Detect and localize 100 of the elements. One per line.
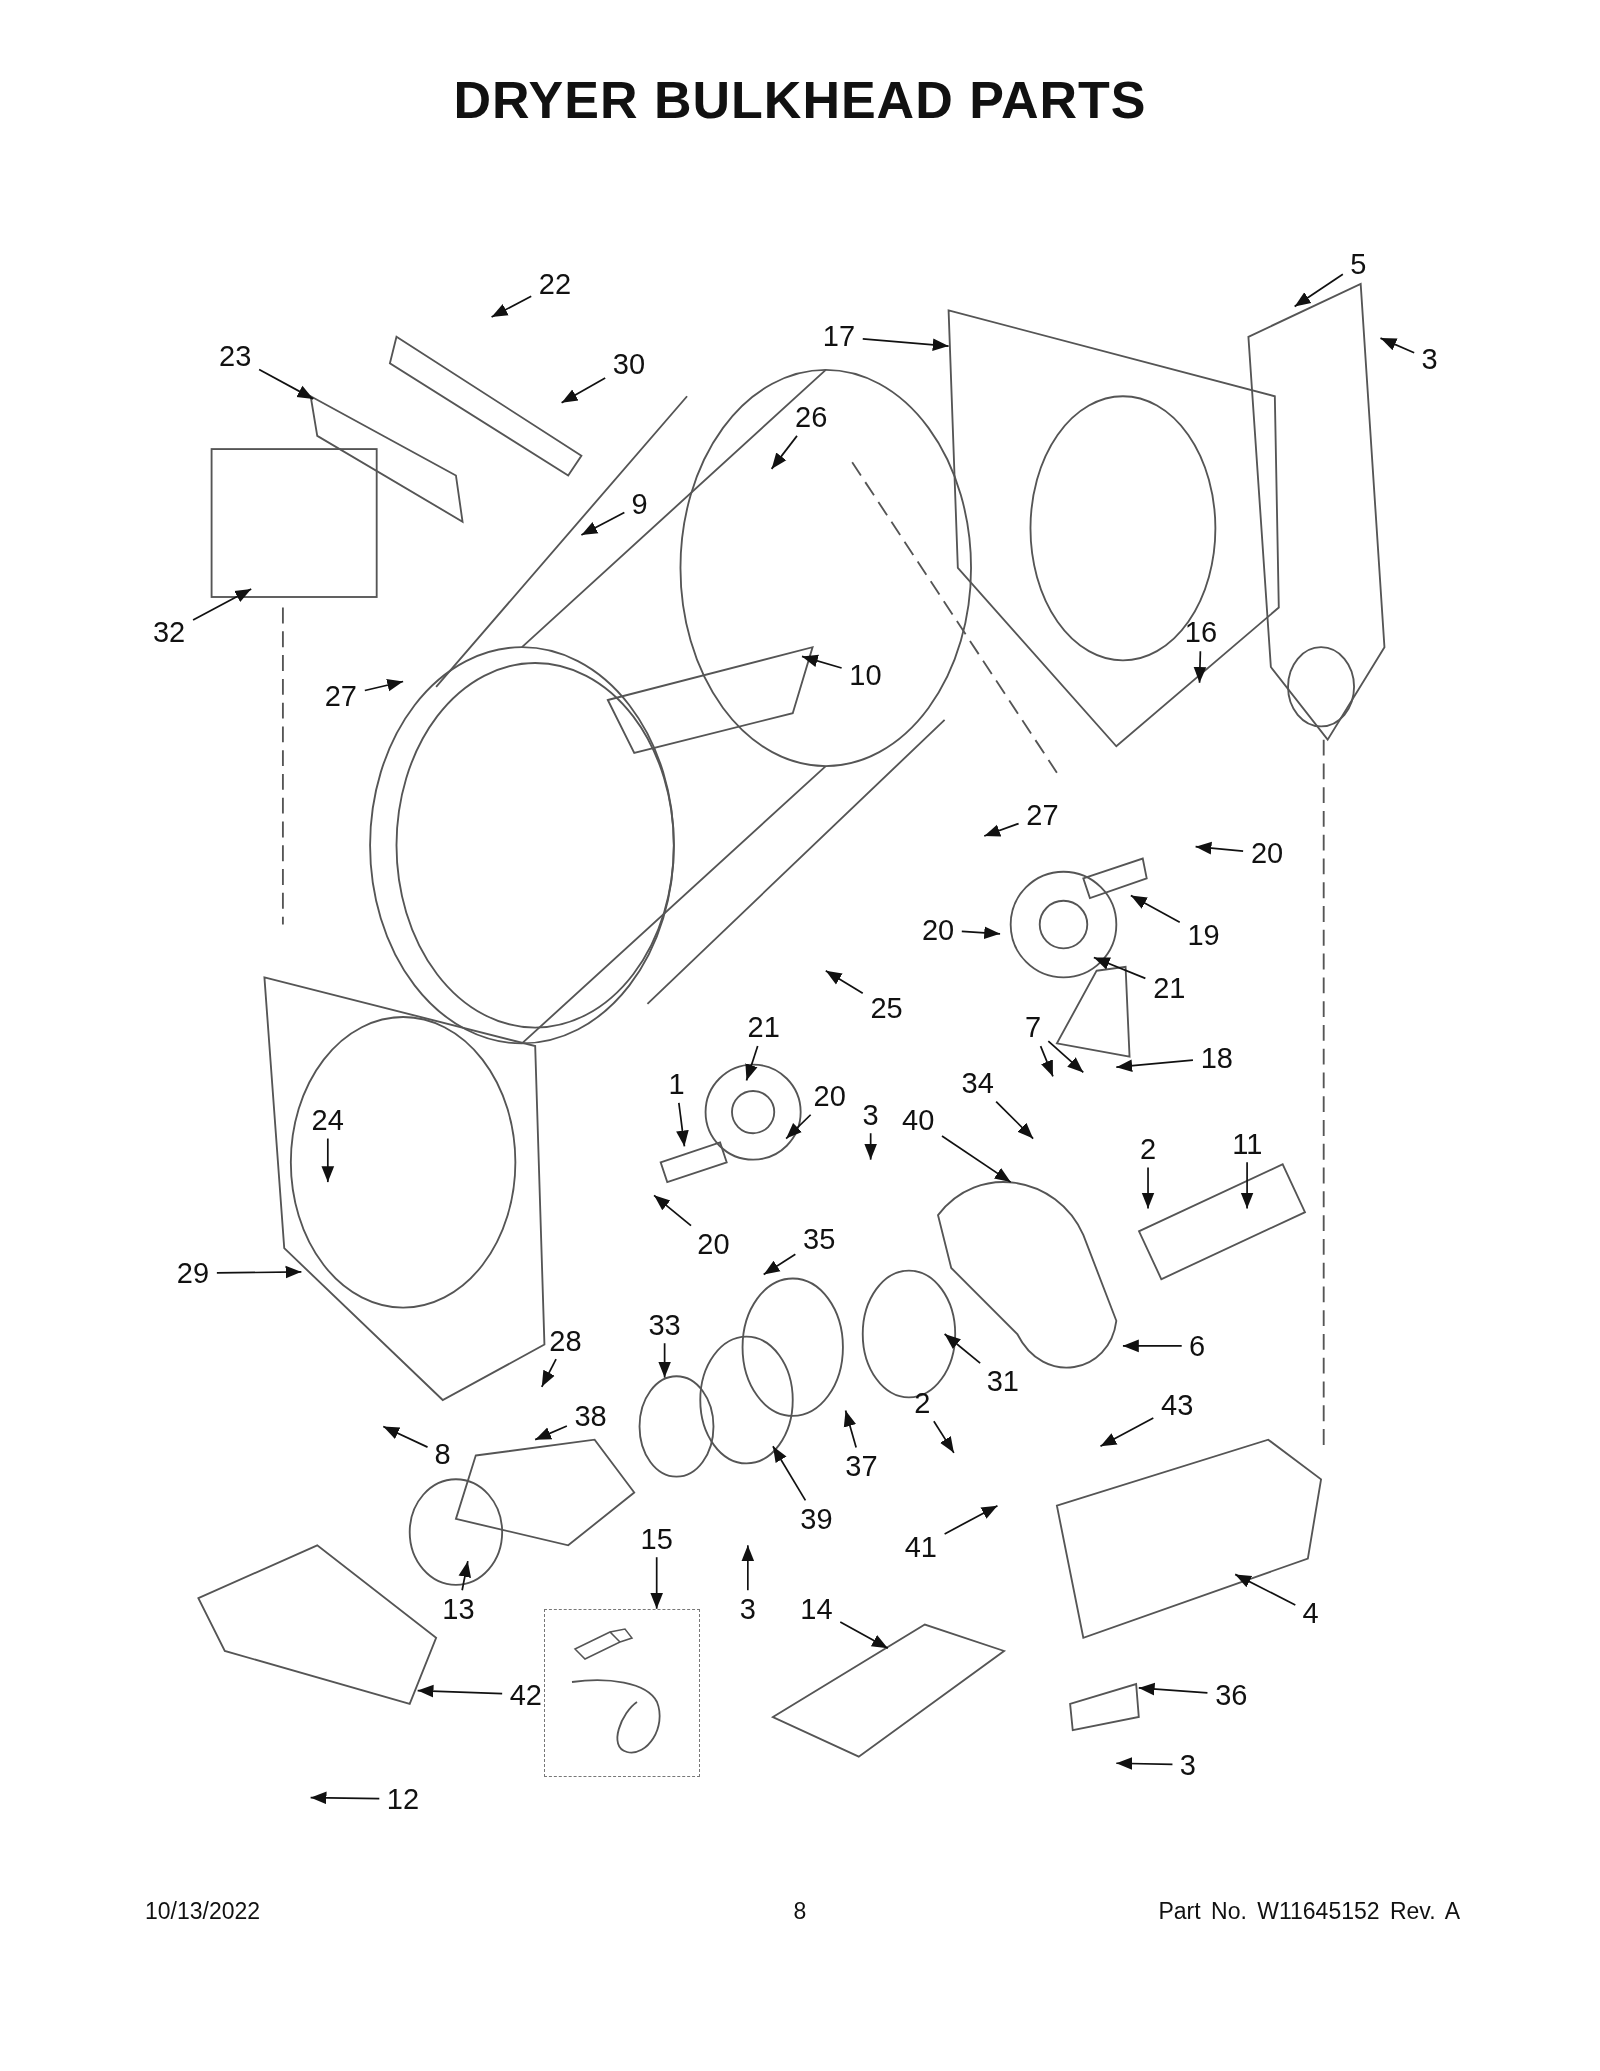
leader-line xyxy=(1122,1339,1183,1353)
callout-number: 11 xyxy=(1227,1129,1268,1159)
leader-line xyxy=(839,1621,889,1650)
callout-number: 26 xyxy=(791,402,832,433)
leader-line xyxy=(1093,956,1147,980)
leader-line xyxy=(933,1420,955,1454)
callout-number: 16 xyxy=(1181,618,1221,648)
callout-number: 7 xyxy=(1021,1013,1045,1043)
leader-line xyxy=(1293,273,1344,308)
callout-number: 10 xyxy=(845,660,886,690)
callout-number: 9 xyxy=(628,490,651,520)
leader-line xyxy=(943,1333,981,1364)
leader-line xyxy=(560,377,607,404)
callout-number: 8 xyxy=(431,1440,454,1470)
callout-number: 29 xyxy=(173,1259,213,1289)
callout-number: 3 xyxy=(859,1100,882,1130)
callout-number: 15 xyxy=(636,1524,677,1554)
leader-line xyxy=(864,1132,877,1161)
callout-number: 17 xyxy=(819,322,859,352)
leader-line xyxy=(1047,1040,1085,1074)
callout-number: 5 xyxy=(1347,249,1370,279)
callout-number: 28 xyxy=(545,1326,586,1356)
leader-line xyxy=(762,1253,797,1276)
callout-number: 4 xyxy=(1299,1598,1322,1628)
callout-number: 38 xyxy=(570,1401,611,1431)
leader-line xyxy=(785,1113,812,1140)
leader-line xyxy=(1115,1757,1174,1770)
leader-line xyxy=(1194,841,1244,855)
leader-line xyxy=(363,678,404,692)
callout-number: 39 xyxy=(796,1504,837,1534)
callout-number: 21 xyxy=(1149,973,1190,1003)
callout-number: 36 xyxy=(1211,1680,1252,1710)
leader-line xyxy=(653,1194,692,1227)
leader-line xyxy=(309,1791,381,1805)
leader-line xyxy=(943,1504,999,1535)
footer-text: 10/13/2022 xyxy=(145,1898,261,1925)
leader-line xyxy=(1130,894,1181,923)
callout-number: 20 xyxy=(809,1082,850,1112)
leader-line xyxy=(1141,1166,1155,1210)
callout-number: 14 xyxy=(796,1594,837,1624)
leader-line xyxy=(676,1102,689,1148)
leader-line xyxy=(843,1409,857,1449)
leader-line xyxy=(983,822,1020,837)
leader-line xyxy=(1234,1573,1297,1606)
leader-line xyxy=(650,1556,664,1610)
callout-number: 3 xyxy=(736,1594,760,1624)
callout-number: 34 xyxy=(957,1068,998,1098)
callout-number: 19 xyxy=(1183,920,1224,950)
callout-number: 31 xyxy=(983,1367,1023,1397)
callout-number: 2 xyxy=(1136,1134,1160,1164)
callout-number: 30 xyxy=(609,350,649,380)
leader-line xyxy=(995,1100,1034,1140)
callout-number: 24 xyxy=(307,1105,348,1135)
callout-number: 12 xyxy=(383,1784,423,1815)
callout-number: 27 xyxy=(321,681,361,711)
leader-line xyxy=(1137,1682,1209,1696)
callout-number: 25 xyxy=(866,993,907,1023)
leader-line xyxy=(1039,1045,1054,1078)
footer-text: Part No. W11645152 Rev. A xyxy=(1157,1898,1460,1925)
callout-number: 6 xyxy=(1185,1331,1209,1361)
callout-number: 27 xyxy=(1022,800,1063,830)
callout-number: 42 xyxy=(506,1680,546,1710)
title: DRYER BULKHEAD PARTS xyxy=(452,70,1148,130)
footer-text: 8 xyxy=(792,1898,808,1925)
callout-number: 20 xyxy=(693,1230,734,1260)
leader-line xyxy=(192,588,253,621)
leader-line xyxy=(658,1342,671,1379)
leader-line xyxy=(770,435,798,470)
leader-line xyxy=(824,969,864,995)
leader-line xyxy=(960,926,1001,940)
callout-number: 2 xyxy=(910,1388,934,1418)
leader-line xyxy=(801,654,843,669)
kit-box xyxy=(544,1609,701,1777)
leader-line xyxy=(458,1560,471,1592)
leader-line xyxy=(258,368,315,400)
leader-line xyxy=(861,337,950,352)
leader-line xyxy=(745,1045,759,1082)
callout-number: 21 xyxy=(743,1013,784,1043)
callout-number: 1 xyxy=(665,1070,688,1100)
callout-number: 43 xyxy=(1157,1391,1197,1421)
leader-line xyxy=(490,295,533,318)
leader-line xyxy=(941,1135,1012,1183)
callout-number: 20 xyxy=(918,915,958,945)
leader-line xyxy=(1379,337,1416,354)
callout-number: 35 xyxy=(799,1224,839,1254)
leader-line xyxy=(1115,1059,1194,1073)
leader-line xyxy=(321,1137,335,1183)
leader-line xyxy=(416,1684,504,1698)
callout-number: 20 xyxy=(1247,838,1287,869)
callout-number: 3 xyxy=(1418,344,1441,374)
leader-line xyxy=(741,1544,755,1592)
leader-line xyxy=(772,1445,807,1502)
leader-line xyxy=(534,1425,568,1441)
callout-number: 37 xyxy=(841,1452,882,1482)
callout-number: 40 xyxy=(898,1105,939,1135)
callout-number: 18 xyxy=(1197,1043,1237,1073)
leader-line xyxy=(216,1265,303,1279)
callout-number: 3 xyxy=(1176,1750,1199,1780)
leader-line xyxy=(540,1358,557,1388)
callout-number: 32 xyxy=(149,618,189,648)
